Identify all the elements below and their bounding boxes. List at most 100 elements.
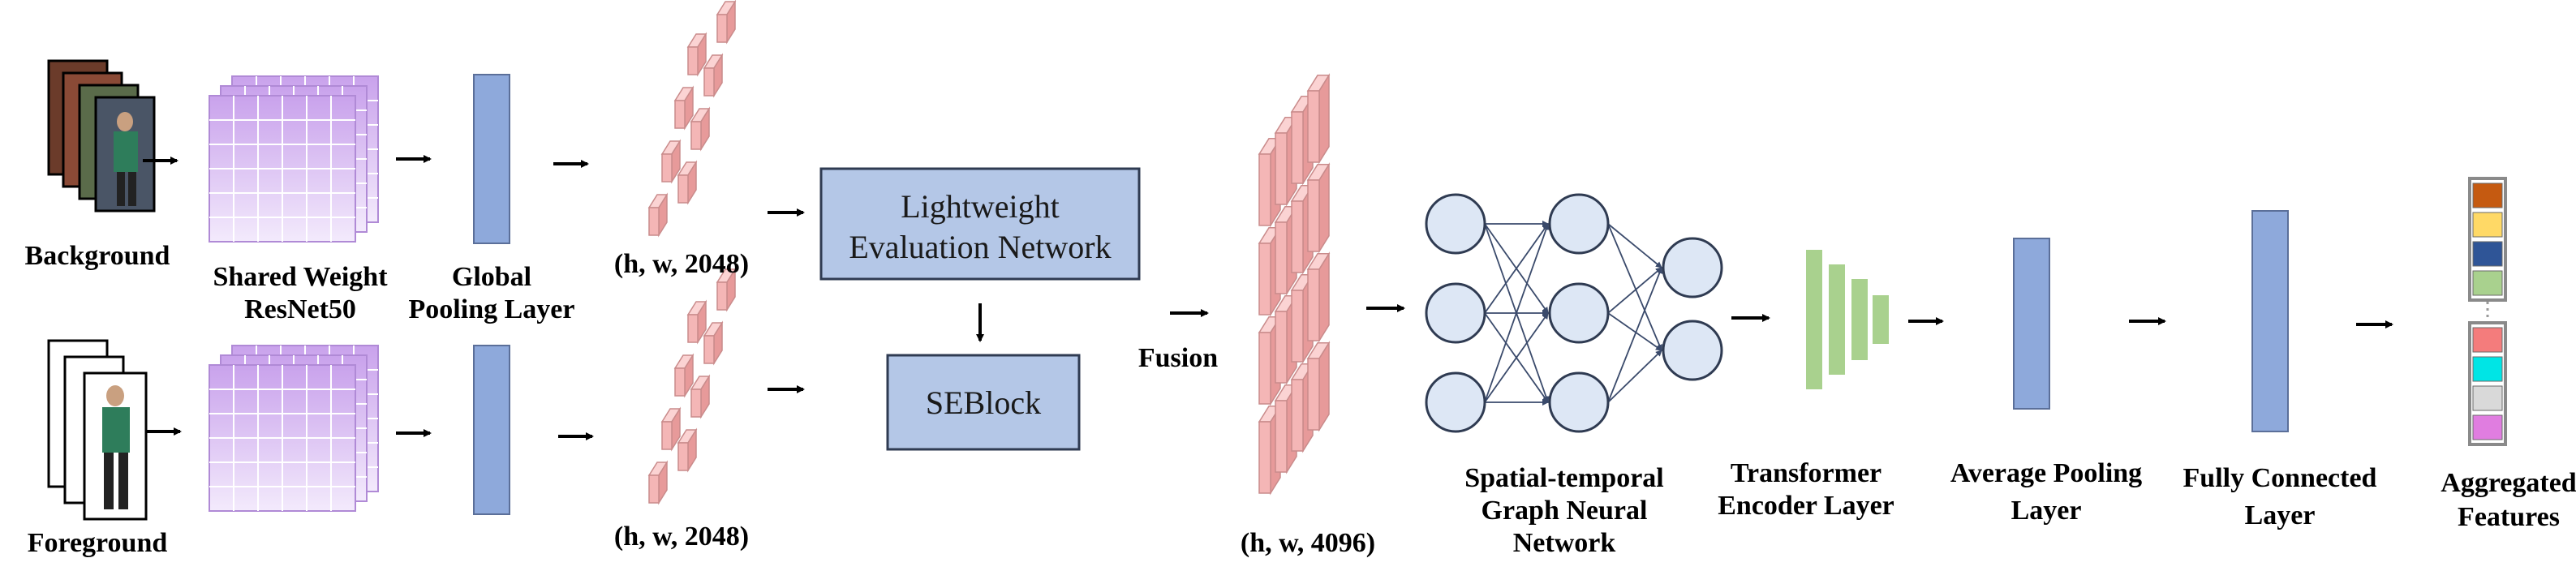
feature-block [660, 406, 682, 452]
block-front [1258, 332, 1271, 405]
block-front [661, 153, 673, 182]
aggregated-label-2: Features [2458, 502, 2560, 532]
feature-block [673, 85, 695, 131]
fused-feature-stack [1258, 73, 1331, 496]
block-front [1275, 400, 1288, 473]
block-front [1291, 379, 1304, 452]
block-front [1307, 268, 1320, 341]
pool-bar-top [473, 74, 510, 244]
feature-block [703, 320, 724, 366]
gnn-edge [1607, 350, 1662, 403]
agg-cell [2472, 385, 2503, 411]
gnn-node [1425, 371, 1486, 433]
global-label: Global [452, 262, 531, 292]
dim-bottom-label: (h, w, 2048) [614, 522, 749, 552]
block-front [677, 442, 689, 471]
grid-layer [209, 95, 356, 243]
resnet-feature-grid [209, 345, 379, 512]
block-front [648, 474, 660, 504]
transformer-label-1: Transformer [1731, 458, 1881, 488]
feature-block [686, 32, 707, 77]
block-front [1258, 421, 1271, 494]
block-front [716, 281, 728, 311]
gnn-node [1548, 371, 1610, 433]
average-pooling-bar [2013, 238, 2050, 410]
block-side [1318, 162, 1330, 254]
gnn-node [1425, 282, 1486, 344]
stgnn-label-2: Graph Neural [1482, 496, 1648, 526]
transformer-bar [1806, 250, 1822, 389]
block-front [1275, 132, 1288, 205]
block-front [1307, 179, 1320, 252]
block-front [1275, 221, 1288, 294]
feature-block [1306, 162, 1331, 254]
block-front [1307, 90, 1320, 163]
block-front [677, 174, 689, 204]
agg-cell [2472, 356, 2503, 382]
gnn-node [1662, 237, 1723, 298]
gnn-node [1548, 193, 1610, 255]
feature-block [647, 460, 669, 505]
feature-block [716, 267, 737, 312]
gnn-edge [1607, 267, 1662, 314]
seblock-label: SEBlock [926, 384, 1041, 421]
dim-top-label: (h, w, 2048) [614, 249, 749, 279]
feature-block [1306, 341, 1331, 432]
transformer-encoder-bars [1806, 250, 1889, 389]
agg-frame-top [2468, 177, 2507, 302]
feature-block [1306, 73, 1331, 165]
block-front [1307, 358, 1320, 431]
grid-layer [209, 364, 356, 512]
fc-label-2: Layer [2245, 500, 2316, 530]
feature-block [690, 374, 711, 419]
shared-weight-label: Shared Weight [213, 262, 388, 292]
stgnn-label-1: Spatial-temporal [1464, 463, 1664, 493]
resnet-feature-grid [209, 75, 379, 243]
lightweight-evaluation-box [819, 167, 1141, 281]
block-front [1258, 153, 1271, 226]
person-figure-icon [117, 112, 133, 131]
gnn-node [1662, 320, 1723, 381]
feature-block [677, 160, 698, 205]
seblock-box [886, 354, 1081, 451]
feature-block [647, 192, 669, 238]
feature-block [673, 353, 695, 398]
block-front [687, 314, 699, 343]
lightweight-label: Lightweight [901, 188, 1060, 225]
feature-block [703, 53, 724, 98]
agg-cell [2472, 182, 2503, 208]
gnn-edge [1484, 312, 1549, 403]
avgpool-label-2: Layer [2011, 496, 2082, 526]
block-front [661, 421, 673, 450]
avgpool-label-1: Average Pooling [1950, 458, 2142, 488]
feature-block [677, 427, 698, 473]
gnn-edges [1484, 221, 1663, 406]
block-front [716, 14, 728, 43]
feature-blocks-bottom [647, 267, 737, 505]
person-figure-icon [106, 385, 124, 406]
fusion-label: Fusion [1138, 343, 1218, 373]
agg-cell [2472, 414, 2503, 440]
dim-fused-label: (h, w, 4096) [1241, 528, 1375, 558]
block-front [1291, 111, 1304, 184]
feature-blocks-top [647, 0, 737, 238]
feature-block [1306, 251, 1331, 343]
agg-frame-bottom [2468, 321, 2507, 446]
resnet50-label: ResNet50 [244, 294, 356, 324]
block-front [703, 335, 715, 364]
block-front [703, 67, 715, 97]
evaluation-network-label: Evaluation Network [849, 229, 1111, 265]
pooling-layer-label: Pooling Layer [409, 294, 575, 324]
agg-cell [2472, 241, 2503, 267]
gnn-edge [1607, 267, 1663, 403]
stgnn-label-3: Network [1513, 528, 1616, 558]
block-front [1275, 311, 1288, 384]
aggregated-label-1: Aggregated [2441, 468, 2576, 498]
gnn-edge [1607, 223, 1662, 351]
agg-cell [2472, 270, 2503, 296]
agg-cell [2472, 327, 2503, 353]
transformer-bar [1873, 295, 1889, 344]
block-front [690, 389, 702, 418]
fc-label-1: Fully Connected [2183, 463, 2377, 493]
block-front [690, 121, 702, 150]
